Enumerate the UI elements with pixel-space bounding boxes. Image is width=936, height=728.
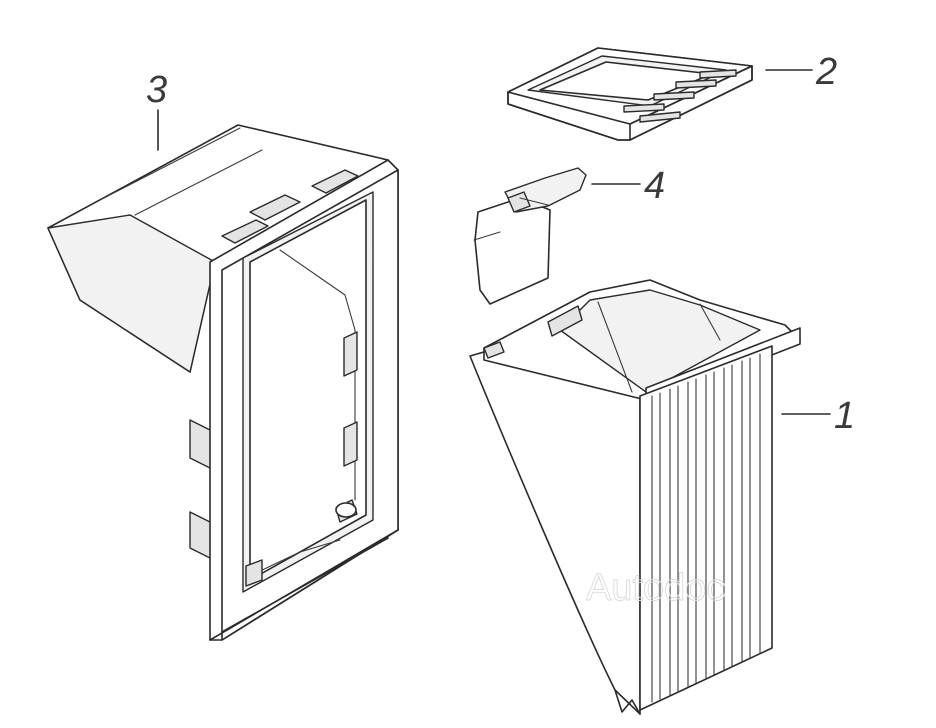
- watermark-text: Autodoc: [586, 567, 725, 609]
- callout-number-1: 1: [834, 395, 855, 437]
- part-1-filter: [469, 279, 801, 715]
- callout-1: 1: [781, 395, 855, 437]
- callout-number-4: 4: [644, 165, 665, 207]
- part-4-clip: [473, 167, 587, 305]
- callout-4: 4: [591, 165, 665, 207]
- callout-number-2: 2: [815, 51, 837, 93]
- part-2-tray: [507, 47, 753, 141]
- callout-number-3: 3: [146, 69, 167, 111]
- callout-2: 2: [765, 51, 837, 93]
- part-3-housing: [47, 124, 399, 641]
- filter-pleats: [651, 353, 761, 703]
- callout-3: 3: [146, 69, 167, 151]
